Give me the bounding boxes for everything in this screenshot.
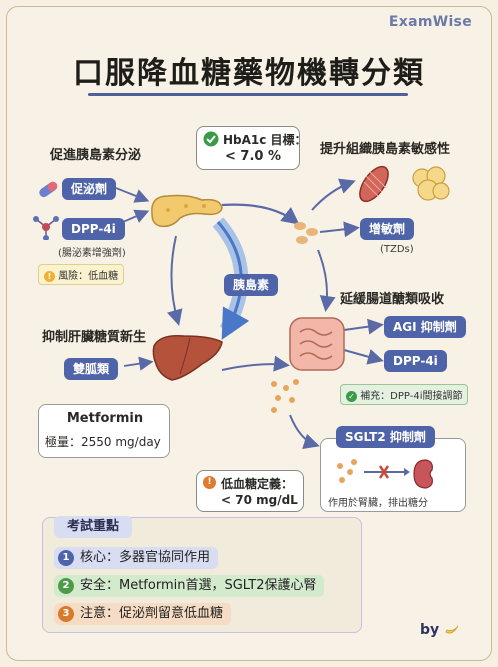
drug-agi: AGI 抑制劑 [384, 316, 466, 338]
exam-item-number: 3 [58, 606, 74, 622]
glucose-pellets-icon [294, 222, 318, 244]
molecule-icon [33, 216, 59, 240]
liver-icon [152, 334, 223, 381]
exam-item-text: 安全：Metformin首選，SGLT2保護心腎 [80, 578, 317, 593]
muscle-icon [359, 165, 389, 203]
metformin-title: Metformin [66, 411, 144, 426]
signature: by [420, 622, 460, 638]
heading-gluconeogenesis: 抑制肝臟糖質新生 [42, 330, 147, 345]
exam-item: 2 安全：Metformin首選，SGLT2保護心腎 [54, 575, 325, 597]
exam-item-number: 2 [58, 578, 74, 594]
supplement-note: ✓ 補充：DPP-4i間接調節 [340, 384, 469, 405]
risk-note: ! 風險：低血糖 [38, 264, 125, 285]
drug-dpp4i-left: DPP-4i [62, 218, 125, 240]
hypo-label: 低血糖定義： [221, 477, 294, 491]
drug-biguanide: 雙胍類 [64, 358, 119, 380]
drug-dpp4i-right: DPP-4i [384, 350, 447, 372]
warning-icon: ! [44, 271, 55, 282]
hypoglycemia-box: ! 低血糖定義： < 70 mg/dL [196, 470, 304, 512]
exam-title: 考試重點 [54, 516, 132, 538]
signature-text: by [419, 622, 440, 638]
drug-sglt2: SGLT2 抑制劑 [336, 426, 435, 448]
page-title: 口服降血糖藥物機轉分類 [73, 56, 425, 91]
pancreas-icon [151, 194, 223, 228]
exam-item-text: 注意：促泌劑留意低血糖 [80, 606, 224, 621]
warning-icon-hypo: ! [203, 476, 216, 489]
exam-item: 3 注意：促泌劑留意低血糖 [54, 603, 232, 625]
kidney-icon [413, 459, 433, 489]
glucose-dots-icon [271, 379, 299, 413]
drug-secretagogue: 促泌劑 [62, 178, 117, 200]
supplement-text: 補充：DPP-4i間接調節 [360, 391, 463, 402]
tzd-note: (TZDs) [380, 244, 414, 255]
dpp4i-note: (腸泌素增強劑) [58, 248, 126, 259]
capsule-icon [39, 181, 58, 198]
drug-sensitizer: 增敏劑 [360, 218, 415, 240]
check-icon-small: ✓ [346, 391, 357, 402]
insulin-label: 胰島素 [224, 274, 279, 296]
fat-cells-icon [412, 166, 450, 201]
title-underline [88, 93, 408, 96]
brand-logo: ExamWise [388, 14, 472, 30]
heading-carb-absorption: 延緩腸道醣類吸收 [340, 292, 445, 307]
risk-text: 風險：低血糖 [58, 271, 119, 282]
metformin-callout: Metformin 極量：2550 mg/day [38, 404, 170, 458]
hba1c-value: < 7.0 % [225, 149, 281, 164]
exam-item: 1 核心：多器官協同作用 [54, 547, 219, 569]
exam-item-number: 1 [58, 550, 74, 566]
sglt2-caption: 作用於腎臟，排出糖分 [328, 498, 428, 509]
check-icon [203, 131, 219, 147]
exam-item-text: 核心：多器官協同作用 [80, 550, 211, 565]
metformin-dose: 極量：2550 mg/day [45, 435, 161, 449]
banana-icon [445, 625, 459, 634]
heading-insulin-sensitivity: 提升組織胰島素敏感性 [320, 142, 451, 157]
sglt2-box [320, 438, 466, 512]
heading-insulin-secretion: 促進胰島素分泌 [50, 148, 142, 163]
hba1c-target-box: HbA1c 目標： < 7.0 % [196, 126, 307, 170]
kidney-diagram [337, 459, 433, 489]
hypo-value: < 70 mg/dL [221, 493, 298, 507]
intestine-icon [289, 317, 345, 371]
hba1c-label: HbA1c 目標： [223, 133, 307, 147]
